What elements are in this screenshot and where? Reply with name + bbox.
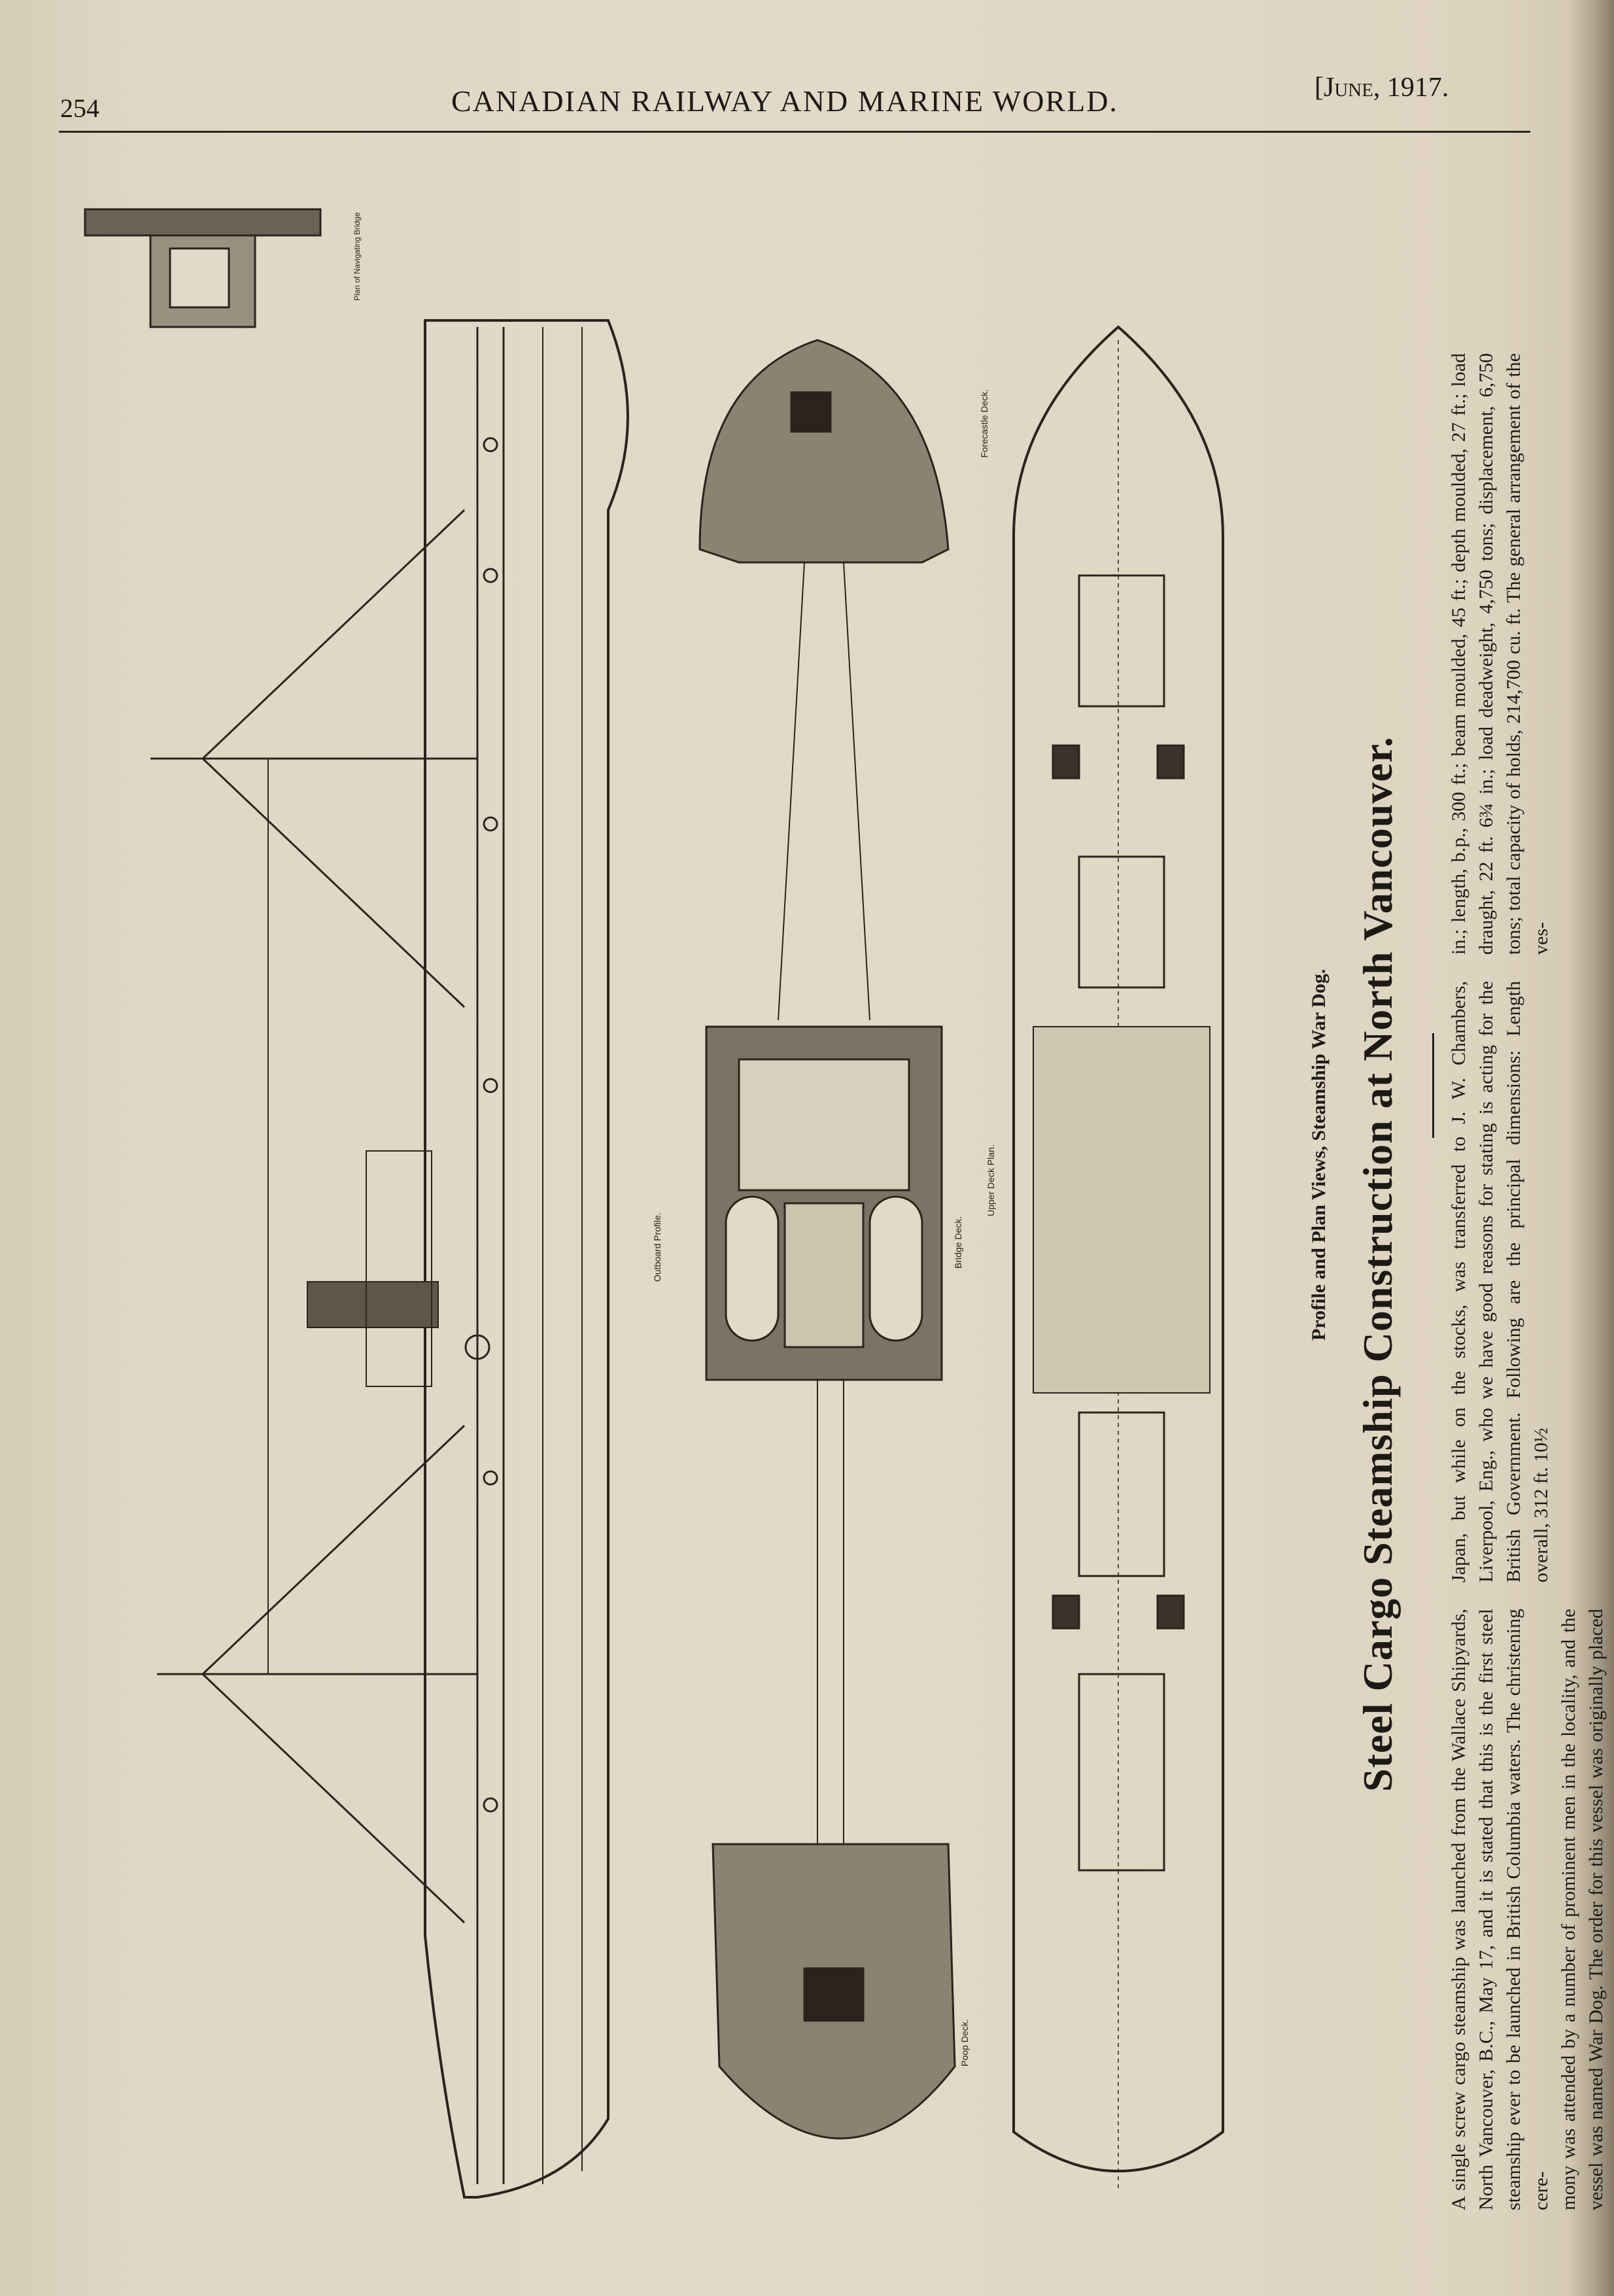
upper-deck-plan [1012, 325, 1224, 2191]
header-rule [59, 131, 1530, 133]
article-block: Steel Cargo Steamship Construction at No… [1354, 314, 1614, 2210]
label-poop-deck: Poop Deck. [959, 2019, 970, 2066]
article-paragraph-1: A single screw cargo steamship was launc… [1448, 1609, 1552, 2210]
page-header: 254 CANADIAN RAILWAY AND MARINE WORLD. [… [0, 72, 1614, 124]
article-column-1: A single screw cargo steamship was launc… [1445, 1609, 1614, 2210]
ship-plan-drawing: Forecastle Deck. Bridge Deck. Poop Deck.… [84, 208, 1224, 2199]
journal-title: CANADIAN RAILWAY AND MARINE WORLD. [451, 84, 1118, 118]
poop-deck-plan [712, 1843, 956, 2140]
article-paragraph-2: mony was attended by a number of promine… [1558, 1609, 1614, 2210]
issue-date: [June, 1917. [1314, 73, 1449, 103]
navigating-bridge-plan [84, 208, 322, 328]
label-outboard-profile: Outboard Profile. [652, 1212, 662, 1282]
article-paragraph-4: in.; length, b.p., 300 ft.; beam moulded… [1448, 353, 1552, 955]
bridge-deck-plan [705, 1025, 943, 1381]
label-bridge-deck: Bridge Deck. [953, 1216, 963, 1269]
title-rule [1432, 1033, 1434, 1138]
forecastle-deck-plan [698, 339, 950, 564]
page-number: 254 [60, 94, 99, 123]
article-column-2: Japan, but while on the stocks, was tran… [1445, 981, 1555, 1583]
figure-caption: Profile and Plan Views, Steamship War Do… [1308, 968, 1330, 1341]
label-navigating-bridge: Plan of Navigating Bridge [352, 212, 362, 301]
outboard-profile [150, 319, 629, 2199]
article-column-3: in.; length, b.p., 300 ft.; beam moulded… [1445, 353, 1555, 955]
label-upper-deck-plan: Upper Deck Plan. [986, 1144, 996, 1216]
article-title: Steel Cargo Steamship Construction at No… [1354, 736, 1401, 1792]
label-forecastle-deck: Forecastle Deck. [979, 389, 989, 458]
binding-gutter-shadow [1568, 0, 1614, 2296]
article-paragraph-3: Japan, but while on the stocks, was tran… [1448, 981, 1552, 1583]
